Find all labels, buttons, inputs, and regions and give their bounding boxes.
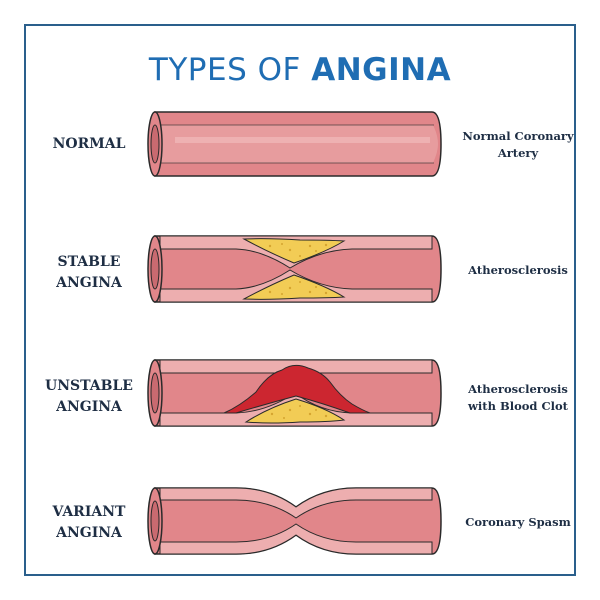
stable-angina-artery (147, 235, 442, 303)
side-label-variant: Coronary Spasm (448, 514, 588, 531)
unstable-blood-clot (223, 364, 371, 414)
unstable-artery-opening-inner (150, 372, 160, 414)
row-label-stable-line1: STABLE (57, 254, 121, 270)
side-label-normal-line2: Artery (497, 146, 539, 160)
normal-artery-inner-wall (160, 125, 438, 163)
row-label-variant-line1: VARIANT (52, 504, 126, 520)
row-label-variant-line2: ANGINA (56, 525, 122, 541)
row-label-stable-line2: ANGINA (56, 275, 122, 291)
side-label-stable-line1: Atherosclerosis (468, 263, 568, 277)
side-label-normal-line1: Normal Coronary (462, 129, 574, 143)
side-label-unstable: Atherosclerosis with Blood Clot (448, 381, 588, 415)
side-label-variant-line1: Coronary Spasm (465, 515, 571, 529)
side-label-unstable-line1: Atherosclerosis (468, 382, 568, 396)
diagram-title: TYPES OF ANGINA (0, 52, 600, 88)
stable-artery-outer (154, 235, 442, 303)
variant-artery-lower-wall (159, 523, 433, 555)
stable-plaque-bottom (242, 274, 346, 300)
variant-artery-opening-inner (150, 500, 160, 542)
title-prefix: TYPES OF (148, 52, 312, 88)
row-label-unstable-line2: ANGINA (56, 399, 122, 415)
row-label-normal-line1: NORMAL (52, 136, 126, 152)
normal-artery-opening-inner (150, 124, 160, 164)
normal-artery (147, 111, 442, 177)
row-label-variant-angina: VARIANT ANGINA (24, 502, 154, 544)
variant-artery-upper-wall (159, 487, 433, 519)
unstable-angina-artery (147, 359, 442, 427)
unstable-plaque (244, 398, 346, 424)
title-emphasis: ANGINA (311, 52, 452, 88)
side-label-stable: Atherosclerosis (448, 262, 588, 279)
stable-plaque-top (242, 238, 346, 264)
variant-angina-artery (147, 487, 442, 555)
unstable-plaque-dots (270, 405, 328, 419)
row-label-stable-angina: STABLE ANGINA (24, 252, 154, 294)
normal-artery-highlight (175, 137, 430, 143)
row-label-normal: NORMAL (24, 134, 154, 155)
side-label-normal: Normal Coronary Artery (448, 128, 588, 162)
stable-artery-opening-inner (150, 248, 160, 290)
row-label-unstable-line1: UNSTABLE (45, 378, 133, 394)
row-label-unstable-angina: UNSTABLE ANGINA (24, 376, 154, 418)
stable-plaque-dots (268, 243, 328, 295)
side-label-unstable-line2: with Blood Clot (468, 399, 568, 413)
